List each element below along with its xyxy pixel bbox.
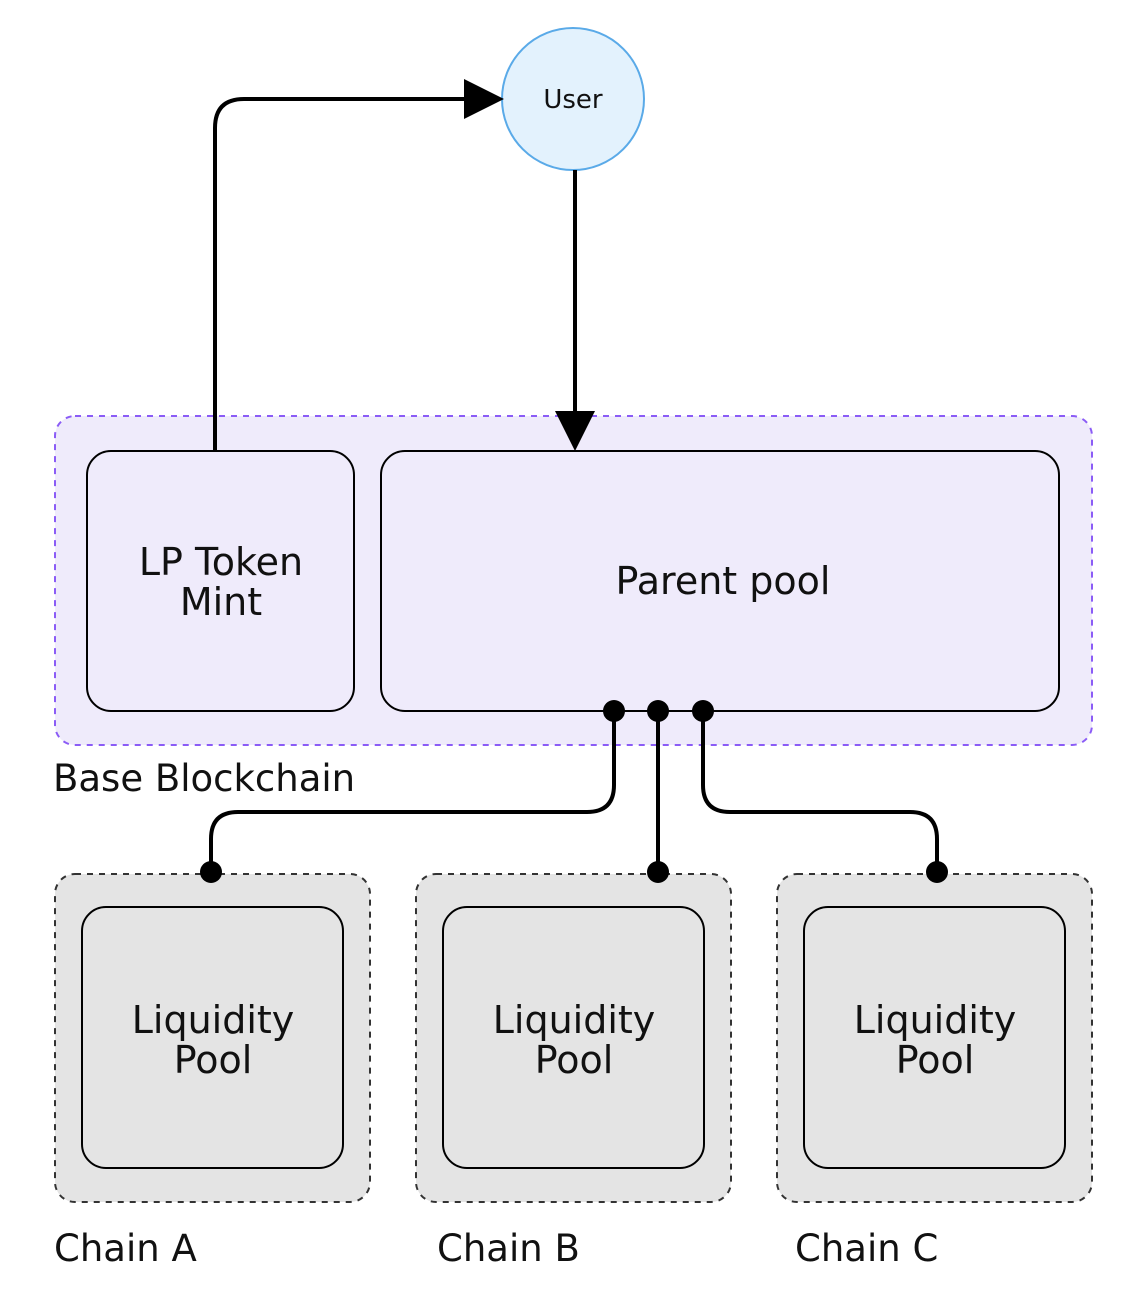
- user-label: User: [543, 85, 603, 115]
- chain-b-label: Chain B: [437, 1227, 580, 1270]
- chain-a-liquidity-pool-label: Liquidity: [132, 998, 295, 1042]
- chain-a-liquidity-pool-label-line2: Pool: [174, 1038, 253, 1082]
- parent-pool-label: Parent pool: [616, 559, 831, 603]
- connector-chain-a: [209, 711, 616, 872]
- base-blockchain-label: Base Blockchain: [53, 757, 355, 800]
- chain-c-liquidity-pool-label-line2: Pool: [896, 1038, 975, 1082]
- chain-b-liquidity-pool-box: [442, 906, 705, 1169]
- lp-token-mint-box: [86, 450, 355, 712]
- parent-pool-box: [380, 450, 1060, 712]
- mint-to-user-arrow: [213, 79, 504, 450]
- chain-c-label: Chain C: [795, 1227, 938, 1270]
- chain-a-liquidity-pool-box: [81, 906, 344, 1169]
- parent-pool-port-b-dot: [647, 700, 669, 722]
- lp-token-mint-label: LP Token: [139, 540, 303, 584]
- chain-a-port-dot: [200, 861, 222, 883]
- lp-token-mint-label-line2: Mint: [180, 580, 262, 624]
- parent-pool-port-a-dot: [603, 700, 625, 722]
- chain-b-port-dot: [647, 861, 669, 883]
- chain-b-liquidity-pool-label-line2: Pool: [535, 1038, 614, 1082]
- chain-c-port-dot: [926, 861, 948, 883]
- connector-chain-c: [701, 711, 939, 872]
- chain-b-liquidity-pool-label: Liquidity: [493, 998, 656, 1042]
- chain-c-liquidity-pool-box: [803, 906, 1066, 1169]
- chain-a-label: Chain A: [54, 1227, 197, 1270]
- parent-pool-port-c-dot: [692, 700, 714, 722]
- chain-c-liquidity-pool-label: Liquidity: [854, 998, 1017, 1042]
